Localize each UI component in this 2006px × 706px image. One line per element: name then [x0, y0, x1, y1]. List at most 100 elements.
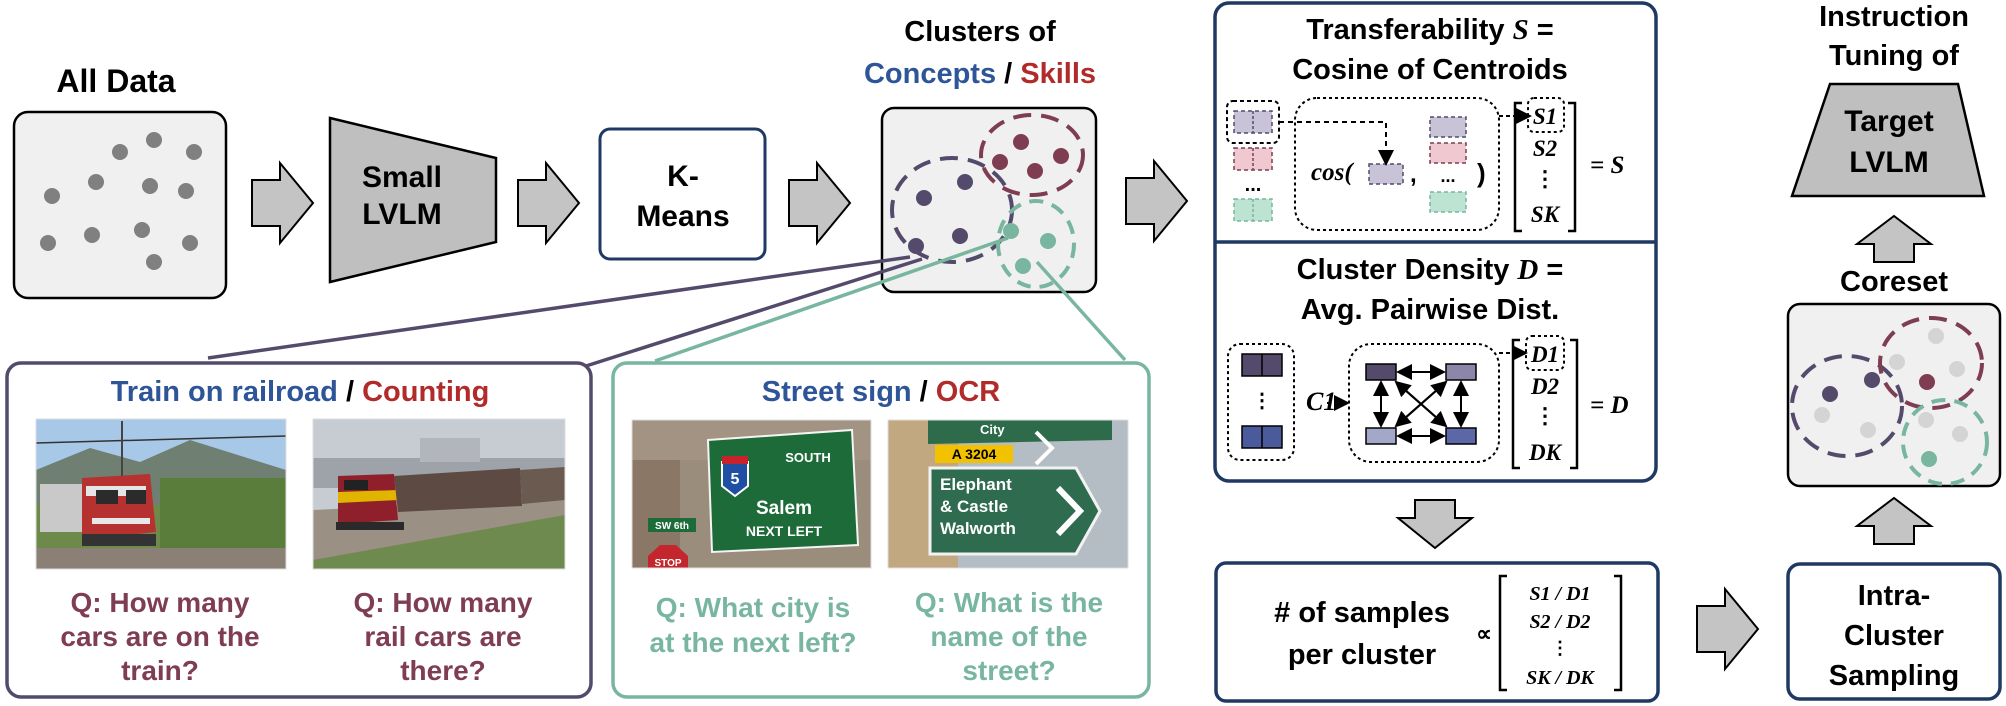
sign1-small: SW 6th: [655, 521, 689, 532]
intra-label-1: Intra-: [1858, 580, 1931, 612]
density-bracket-right: [1570, 338, 1579, 470]
sign-q2-line-3: street?: [962, 655, 1055, 686]
transfer-vec-2: S2: [1533, 136, 1557, 161]
flow-arrow-1: [251, 160, 315, 246]
panel-train-skill: Counting: [362, 376, 489, 408]
samples-box: [1214, 561, 1660, 703]
sign1-direction: SOUTH: [785, 450, 831, 465]
target-lvlm-shape: [1790, 82, 1986, 198]
panel-train-sep: /: [338, 376, 362, 408]
instruction-label-1: Instruction: [1819, 1, 1969, 33]
cluster-maroon-points: [992, 134, 1069, 179]
coreset-point-purple-1: [1822, 386, 1838, 402]
data-point: [44, 188, 60, 204]
train-q2-line-3: there?: [400, 655, 486, 686]
data-point: [178, 183, 194, 199]
cosine-open: cos(: [1311, 159, 1354, 186]
transfer-bracket-left: [1513, 101, 1522, 233]
sign1-city: Salem: [756, 498, 812, 519]
transfer-vec-4: SK: [1531, 202, 1561, 227]
clusters-box: [880, 106, 1098, 294]
transfer-equals: = S: [1590, 152, 1624, 179]
flow-arrow-3: [788, 160, 852, 246]
data-point: [84, 227, 100, 243]
sign-photo-2: City A 3204 Elephant & Castle Walworth: [888, 420, 1128, 568]
connector-line-purple: [207, 255, 911, 360]
train-photo-2-frame: [312, 418, 566, 570]
intra-cluster-box: [1786, 562, 2002, 701]
transfer-s1-highlight: [1527, 97, 1565, 133]
density-equals: = D: [1590, 392, 1629, 419]
transfer-vec-3: ⋮: [1534, 166, 1556, 191]
coreset-cluster-teal: [1901, 398, 1989, 486]
train-question-1: Q: How many cars are on the train?: [60, 587, 259, 686]
transfer-title-1: Transferability S =: [1306, 14, 1553, 46]
coreset-cluster-maroon: [1878, 316, 1984, 410]
data-point: [1027, 163, 1043, 179]
data-point: [1003, 223, 1019, 239]
connector-line-purple-2: [585, 257, 923, 368]
data-point: [1918, 412, 1934, 428]
coreset-point-teal: [1921, 451, 1937, 467]
data-point: [142, 178, 158, 194]
transfer-title-2: Cosine of Centroids: [1292, 54, 1568, 86]
data-point: [952, 228, 968, 244]
density-title-1: Cluster Density D =: [1297, 254, 1564, 286]
transfer-bracket-right: [1568, 101, 1577, 233]
small-lvlm-shape: [328, 116, 498, 284]
train-photo-1: [36, 419, 286, 569]
samples-label-2: per cluster: [1288, 639, 1436, 671]
transfer-title-var: S: [1513, 14, 1529, 46]
train-q1-line-2: cars are on the: [60, 621, 259, 652]
density-bracket-left: [1511, 338, 1520, 470]
sign1-stop: STOP: [654, 558, 681, 569]
data-point: [1053, 148, 1069, 164]
clusters-sep: /: [996, 58, 1020, 90]
cosine-vector-purple: [1429, 116, 1467, 138]
flow-arrow-2: [517, 160, 581, 246]
instruction-label-2: Tuning of: [1829, 40, 1959, 72]
data-point: [1889, 354, 1905, 370]
skills-label: Skills: [1020, 58, 1096, 90]
panel-train-title: Train on railroad / Counting: [111, 376, 490, 408]
connector-line-teal: [654, 236, 1009, 363]
data-point: [908, 238, 924, 254]
data-point: [182, 235, 198, 251]
train-q1-line-3: train?: [121, 655, 199, 686]
train-q2-line-2: rail cars are: [364, 621, 521, 652]
cosine-arg-vector: [1368, 163, 1404, 185]
small-lvlm-label-1: Small: [362, 161, 442, 194]
data-point: [916, 190, 932, 206]
samples-label-1: # of samples: [1274, 597, 1450, 629]
data-point: [1040, 233, 1056, 249]
pairwise-node-br: [1445, 427, 1477, 445]
data-point: [88, 174, 104, 190]
data-point: [112, 144, 128, 160]
data-point: [1013, 134, 1029, 150]
density-d1-highlight: [1525, 335, 1565, 371]
density-title-var: D: [1516, 254, 1538, 286]
sign1-route: 5: [731, 471, 740, 488]
density-vec-3: ⋮: [1534, 403, 1556, 428]
cosine-vector-teal: [1429, 191, 1467, 213]
train-q2-line-1: Q: How many: [354, 587, 533, 618]
kmeans-label-2: Means: [636, 200, 729, 233]
pairwise-box: [1348, 343, 1500, 463]
pairwise-node-bl: [1365, 427, 1397, 445]
intra-label-2: Cluster: [1844, 620, 1944, 652]
panel-sign-title: Street sign / OCR: [762, 376, 1001, 408]
all-data-points: [40, 132, 202, 270]
data-point: [146, 254, 162, 270]
transfer-vec-1: S1: [1533, 104, 1557, 129]
density-title-2: Avg. Pairwise Dist.: [1301, 294, 1559, 326]
data-point: [146, 132, 162, 148]
flow-arrow-5: [1696, 586, 1760, 672]
data-point: [957, 174, 973, 190]
coreset-cluster-purple: [1790, 354, 1904, 458]
cosine-box: [1294, 97, 1500, 231]
flow-arrow-up-1: [1854, 496, 1934, 545]
pairwise-node-tl: [1365, 363, 1397, 381]
density-c1: C1: [1306, 387, 1336, 416]
panel-sign-sep: /: [912, 376, 936, 408]
